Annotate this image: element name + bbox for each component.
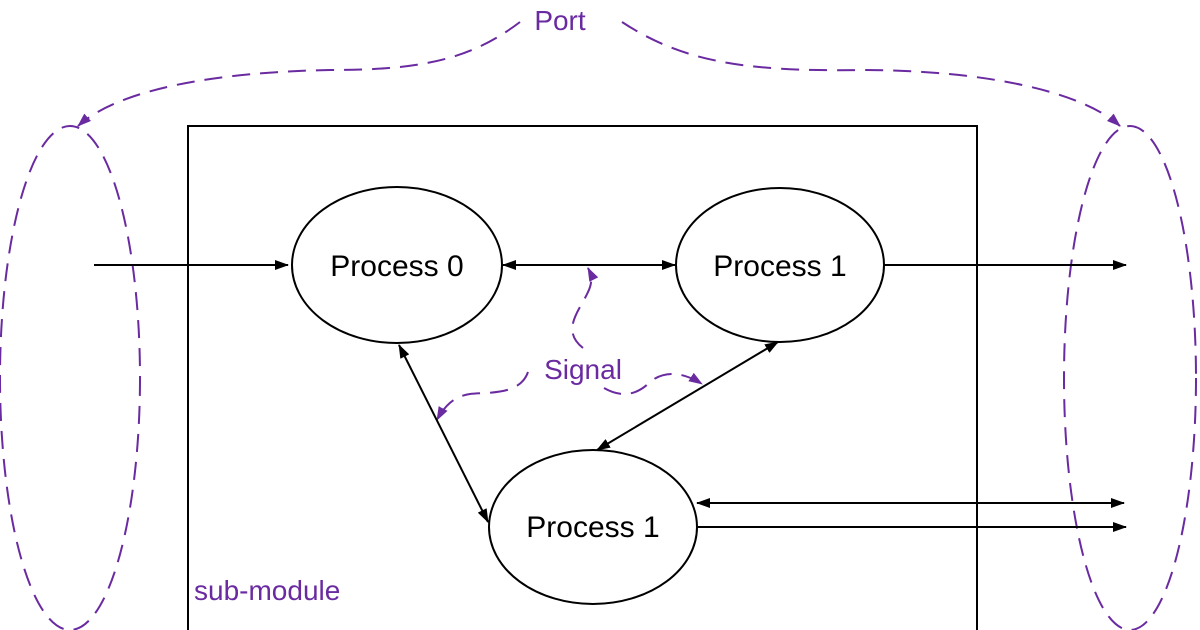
port-pointer-right: [621, 21, 1121, 127]
process-node-bottom: Process 1: [488, 449, 698, 605]
process-bottom-label: Process 1: [526, 511, 659, 544]
process-top-left-label: Process 0: [330, 250, 463, 283]
p1-bottom-bidirectional-arrow: [596, 341, 779, 451]
submodule-box: [187, 125, 978, 630]
process-node-top-right: Process 1: [675, 187, 885, 343]
port-right-ellipse: [1063, 125, 1197, 630]
port-left-ellipse: [0, 125, 141, 630]
port-pointer-left: [77, 21, 521, 127]
port-label: Port: [534, 5, 586, 36]
p0-bottom-bidirectional-arrow: [398, 344, 489, 523]
process-top-right-label: Process 1: [713, 250, 846, 283]
signal-pointer-left: [436, 371, 529, 421]
submodule-label: sub-module: [194, 575, 340, 606]
signal-pointer-top: [571, 267, 599, 349]
process-node-top-left: Process 0: [291, 186, 503, 344]
signal-label: Signal: [544, 354, 622, 385]
